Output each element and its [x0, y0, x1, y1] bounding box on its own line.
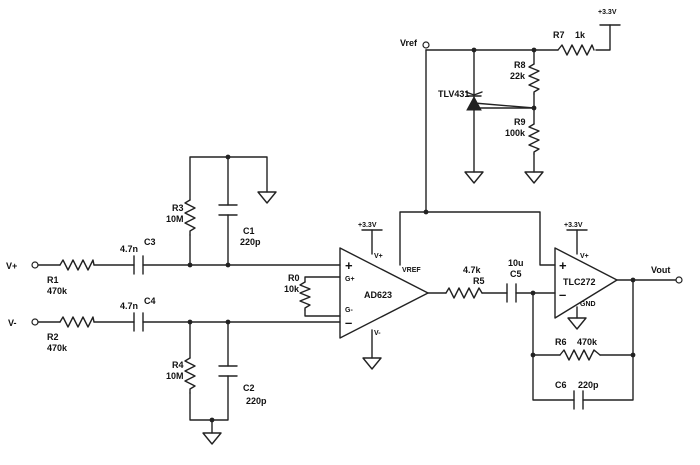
r9-value: 100k — [505, 128, 526, 138]
ground-icon — [257, 191, 277, 204]
supply-opamp: +3.3V — [564, 222, 583, 229]
c4-ref: C4 — [144, 296, 156, 306]
ad623-gplus: G+ — [345, 276, 355, 283]
tlc272-gnd: GND — [580, 301, 596, 308]
r8-value: 22k — [510, 71, 526, 81]
r3-symbol — [184, 199, 196, 236]
tlc272-triangle — [554, 247, 618, 319]
port-vplus: V+ — [6, 261, 17, 271]
ad623-minus: – — [345, 315, 352, 330]
r5-symbol — [445, 287, 483, 299]
junctions — [187, 47, 636, 423]
c3-symbol — [133, 255, 144, 275]
r6-value: 470k — [577, 337, 598, 347]
r6-symbol — [559, 349, 601, 361]
r2-value: 470k — [47, 343, 68, 353]
c5-symbol — [506, 283, 517, 303]
port-vminus: V- — [8, 318, 17, 328]
c4-value: 4.7n — [120, 301, 138, 311]
c1-value: 220p — [240, 237, 261, 247]
ad623-triangle — [339, 247, 429, 339]
ad623-plus: + — [345, 258, 353, 273]
r2-symbol — [59, 316, 95, 328]
port-vref: Vref — [400, 38, 418, 48]
port-terminals — [31, 41, 683, 326]
tlc272-name: TLC272 — [563, 277, 596, 287]
c3-value: 4.7n — [120, 244, 138, 254]
r6-ref: R6 — [555, 337, 567, 347]
c5-ref: C5 — [510, 269, 522, 279]
tlv431-symbol — [465, 91, 535, 111]
ground-icon — [567, 317, 587, 330]
tlc272-vpos: V+ — [580, 253, 589, 260]
c1-symbol — [218, 204, 238, 216]
r4-ref: R4 — [172, 360, 184, 370]
r5-ref: R5 — [473, 276, 485, 286]
c5-value: 10u — [508, 258, 524, 268]
r7-symbol — [557, 44, 595, 56]
ad623-vpos: V+ — [374, 253, 383, 260]
ground-symbols — [202, 171, 587, 445]
ad623-vneg: V- — [374, 330, 381, 337]
r1-symbol — [59, 259, 95, 271]
supply-inamp: +3.3V — [358, 222, 377, 229]
r1-ref: R1 — [47, 275, 59, 285]
c2-value: 220p — [246, 396, 267, 406]
wires — [37, 24, 677, 434]
c6-symbol — [573, 390, 584, 410]
ad623-name: AD623 — [364, 290, 392, 300]
r0-symbol — [299, 281, 311, 311]
c2-symbol — [218, 365, 238, 377]
r9-ref: R9 — [514, 117, 526, 127]
r4-value: 10M — [166, 371, 184, 381]
r2-ref: R2 — [47, 332, 59, 342]
tlc272-minus: – — [559, 287, 566, 302]
c2-ref: C2 — [243, 383, 255, 393]
r8-symbol — [528, 63, 540, 95]
r3-value: 10M — [166, 214, 184, 224]
r0-ref: R0 — [288, 273, 300, 283]
ground-icon — [362, 357, 382, 370]
resistors — [59, 44, 601, 394]
ad623-gminus: G- — [345, 307, 353, 314]
supply-bars — [361, 24, 621, 231]
ground-icon — [202, 432, 222, 445]
supply-top: +3.3V — [598, 9, 617, 16]
r5-value: 4.7k — [463, 265, 482, 275]
r0-value: 10k — [284, 284, 300, 294]
ad623-vref-pin: VREF — [402, 267, 421, 274]
c1-ref: C1 — [243, 226, 255, 236]
c6-ref: C6 — [555, 380, 567, 390]
r1-value: 470k — [47, 286, 68, 296]
ground-icon — [524, 171, 544, 184]
c6-value: 220p — [578, 380, 599, 390]
r9-symbol — [528, 123, 540, 155]
r7-value: 1k — [575, 30, 586, 40]
r4-symbol — [184, 357, 196, 394]
ground-icon — [464, 171, 484, 184]
r8-ref: R8 — [514, 60, 526, 70]
r3-ref: R3 — [172, 203, 184, 213]
c4-symbol — [133, 312, 144, 332]
tlc272-plus: + — [559, 258, 567, 273]
capacitors — [133, 204, 584, 410]
port-vout: Vout — [651, 265, 670, 275]
tlv431-name: TLV431 — [438, 89, 469, 99]
r7-ref: R7 — [553, 30, 565, 40]
c3-ref: C3 — [144, 237, 156, 247]
